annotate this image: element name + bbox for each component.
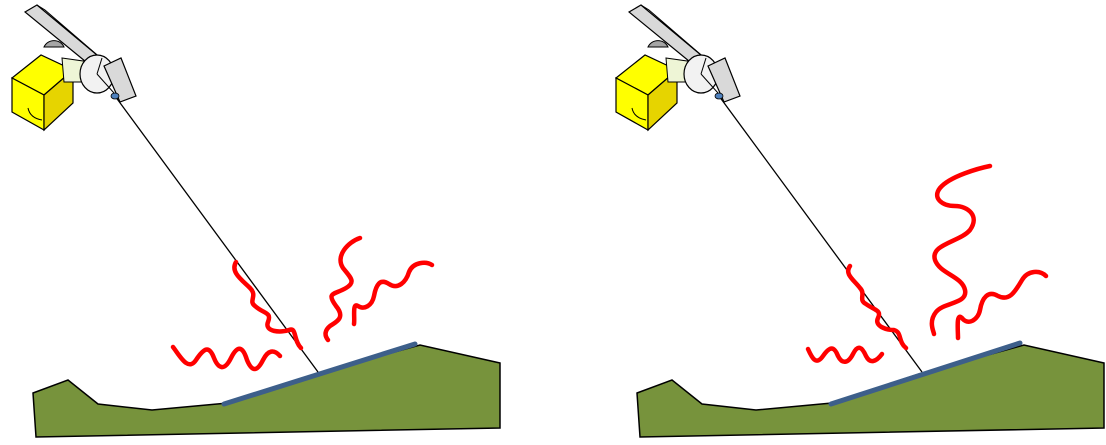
wave-right-diagonal-1 xyxy=(845,263,909,351)
emission-waves-left xyxy=(170,235,435,372)
wave-left-diagonal-1 xyxy=(232,259,304,351)
satellite-left xyxy=(11,4,137,131)
satellite-right xyxy=(615,4,741,131)
wave-right-tall xyxy=(929,163,993,337)
wave-left-horizontal xyxy=(170,344,283,372)
beam-line-left xyxy=(114,95,319,373)
emission-waves-right xyxy=(805,163,1049,364)
wave-left-vertical xyxy=(323,235,363,343)
slope-strip-left xyxy=(221,341,418,407)
slope-strip-right xyxy=(828,340,1023,407)
wave-right-horizontal xyxy=(805,345,885,364)
left-panel xyxy=(11,4,501,438)
wave-right-diagonal-2 xyxy=(955,269,1049,341)
beam-line-right xyxy=(718,95,923,373)
right-panel xyxy=(615,4,1105,438)
wave-left-diagonal-2 xyxy=(351,260,435,327)
